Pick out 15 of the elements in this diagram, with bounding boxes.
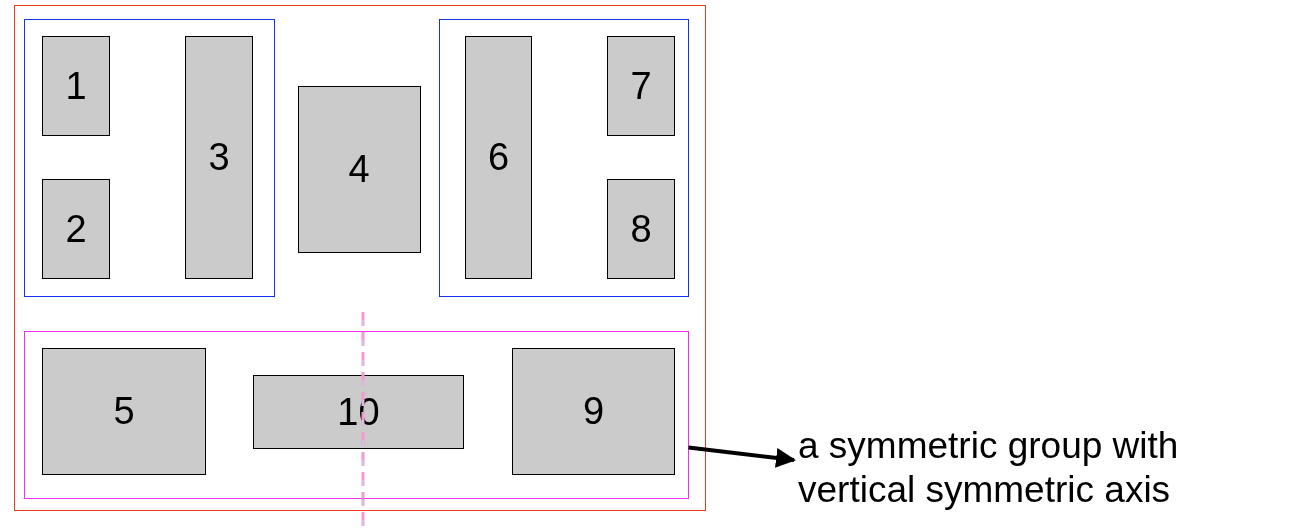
group-frame: [23, 18, 275, 297]
component-box: 5: [42, 348, 206, 475]
component-box: 7: [607, 36, 675, 136]
annotation-text: a symmetric group with vertical symmetric axis: [798, 424, 1303, 520]
component-box: 6: [465, 36, 532, 279]
outer-group-frame: [14, 5, 706, 511]
arrow: [688, 445, 796, 468]
component-box: 8: [607, 179, 675, 279]
group-frame: [438, 18, 689, 297]
component-box: 3: [185, 36, 253, 279]
symmetric-group-frame: [23, 330, 689, 499]
component-box: 4: [297, 85, 421, 253]
component-box: 9: [512, 348, 675, 475]
component-box: 2: [42, 179, 110, 279]
component-box: 1: [42, 36, 110, 136]
